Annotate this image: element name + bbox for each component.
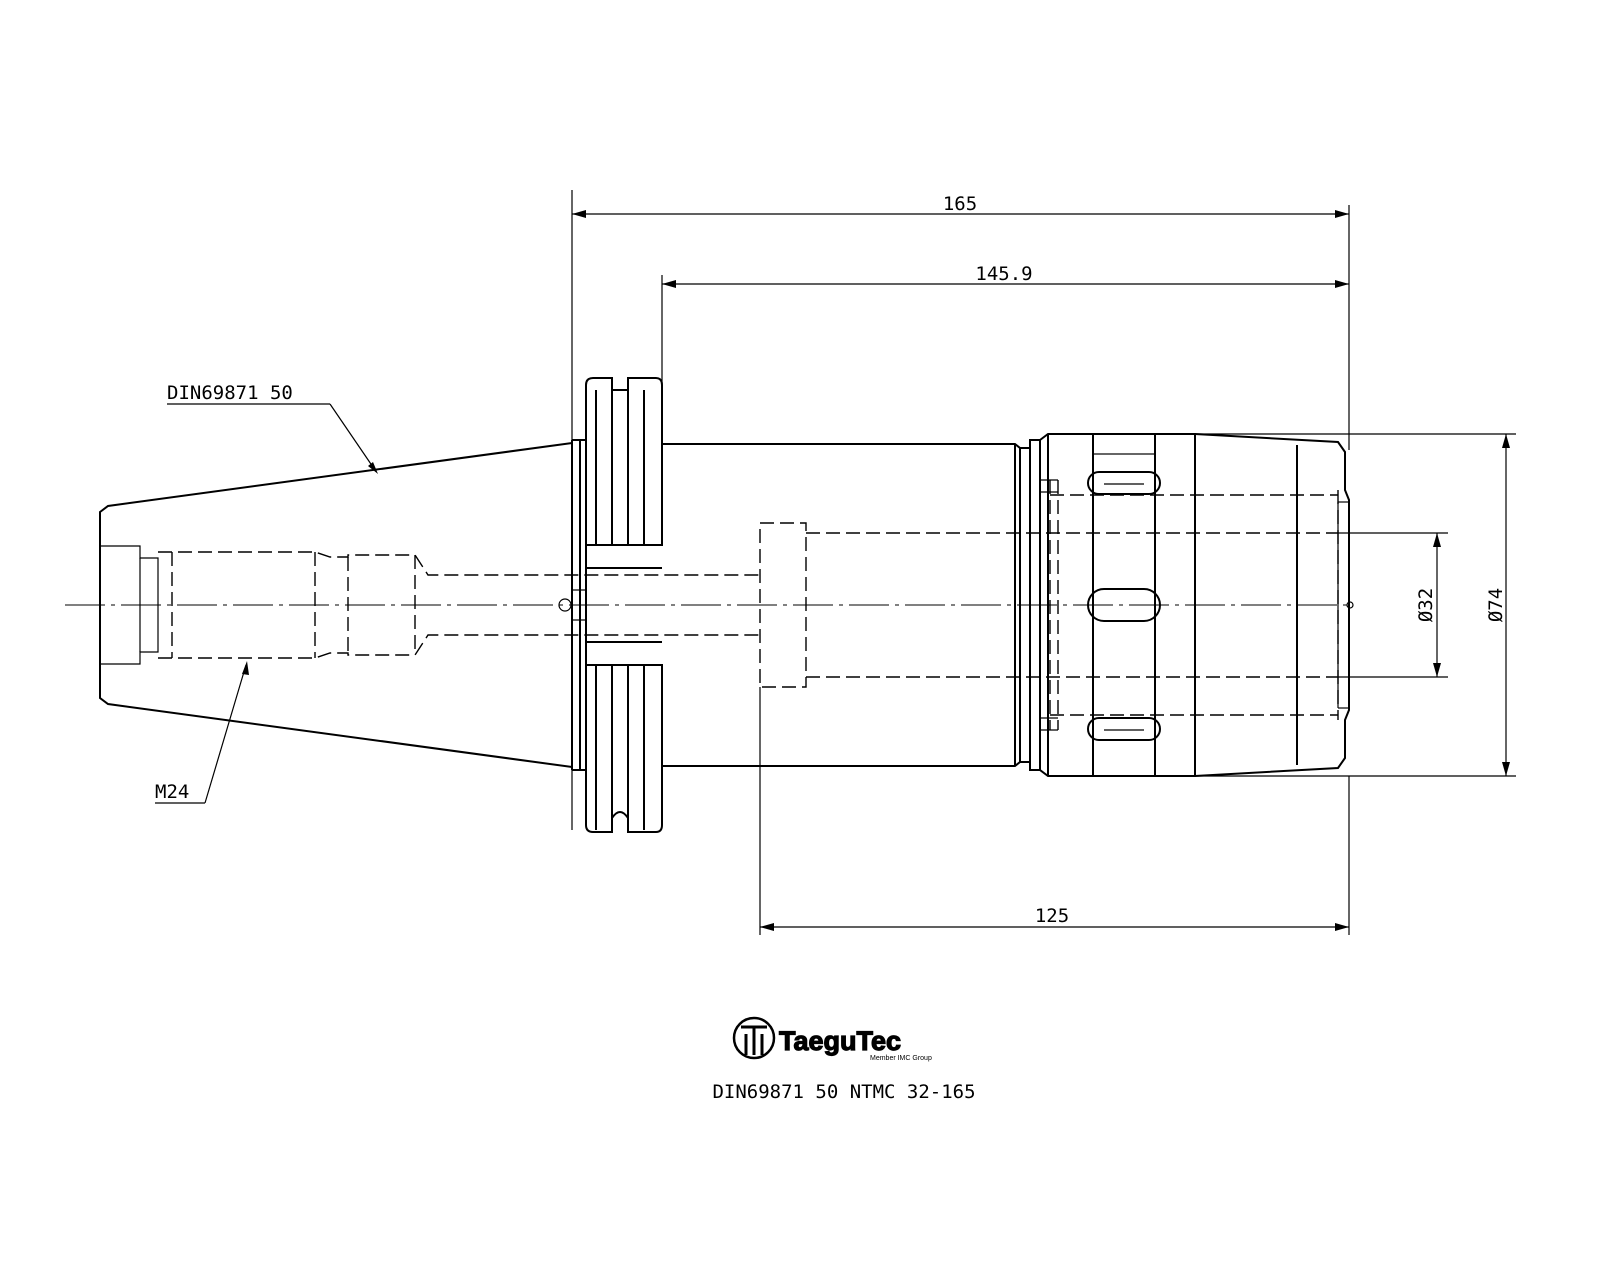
dim-body-diameter: Ø74 [1195, 433, 1516, 777]
logo-name: TaeguTec [779, 1026, 901, 1056]
dim-32-label: Ø32 [1415, 588, 1437, 622]
taper-callout-label: DIN69871 50 [167, 382, 293, 404]
thread-callout-label: M24 [155, 781, 189, 803]
logo-tagline: Member IMC Group [870, 1055, 932, 1062]
thread-bore-hidden [158, 551, 760, 659]
callout-taper: DIN69871 50 [167, 382, 378, 474]
clamping-nut [1039, 433, 1196, 777]
taegutec-logo: TaeguTec Member IMC Group [732, 1016, 932, 1062]
callout-thread: M24 [155, 661, 249, 804]
dim-bore-diameter: Ø32 [1338, 532, 1448, 678]
dim-145-9-label: 145.9 [975, 263, 1032, 285]
dim-flange-to-end: 145.9 [661, 263, 1349, 385]
flange [558, 377, 663, 833]
internal-hidden-lines [759, 480, 1339, 730]
dim-125-label: 125 [1035, 905, 1069, 927]
dim-74-label: Ø74 [1485, 588, 1507, 622]
dim-165-label: 165 [943, 193, 977, 215]
dim-overall-length: 165 [571, 190, 1350, 830]
part-number: DIN69871 50 NTMC 32-165 [712, 1081, 975, 1103]
dim-gauge-length: 125 [759, 687, 1350, 935]
